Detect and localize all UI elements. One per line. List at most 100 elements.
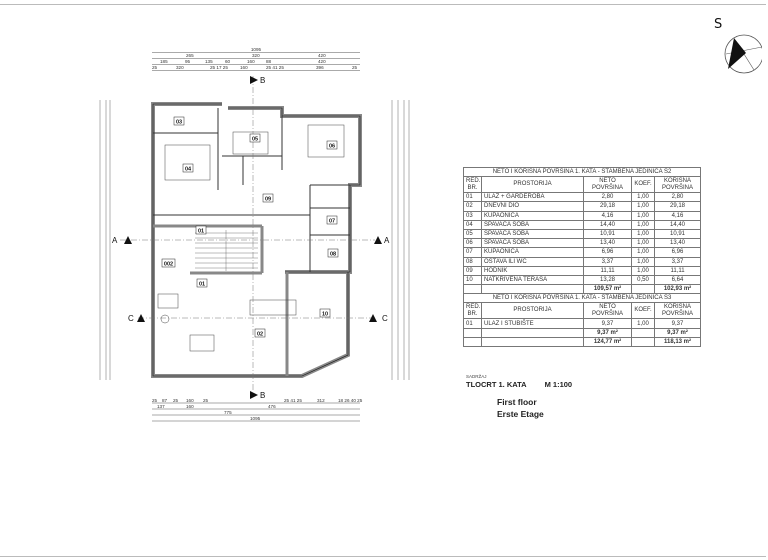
cell-net-area: 3,37 — [583, 256, 632, 267]
cell-number: 05 — [463, 228, 482, 240]
cell-room: ULAZ + GARDEROBA — [481, 192, 584, 203]
dim-label: 185 — [160, 59, 168, 64]
dim-label: 87 — [162, 398, 168, 403]
dim-label: 160 — [247, 59, 255, 64]
sheet-frame — [0, 4, 766, 557]
total-net-area: 9,37 m² — [583, 327, 632, 338]
interior-walls — [153, 108, 350, 272]
compass-icon — [724, 34, 764, 74]
dim-label: 160 — [240, 65, 248, 70]
cell-net-area: 6,96 — [583, 247, 632, 258]
header-coefficient: KOEF. — [631, 302, 655, 320]
dim-label: 1095 — [251, 47, 262, 52]
cell-room: HODNIK — [481, 265, 584, 276]
room-label-07: 07 — [329, 219, 335, 225]
cell-number: 04 — [463, 219, 482, 230]
furniture — [157, 124, 345, 352]
cell-number: 06 — [463, 238, 482, 249]
section-c-left: C — [128, 314, 134, 323]
cell-room: ULAZ I STUBIŠTE — [481, 318, 584, 329]
cell-room: KUPAONICA — [481, 247, 584, 258]
table-title-s3: NETO I KORISNA POVRŠINA 1. KATA - STAMBE… — [462, 293, 702, 304]
dim-label: 95 — [185, 59, 191, 64]
dim-label: 396 — [316, 65, 324, 70]
dim-label: 775 — [224, 410, 232, 415]
room-label-03: 03 — [176, 120, 182, 126]
cell-room: KUPAONICA — [481, 210, 584, 221]
dim-label: 312 — [317, 398, 325, 403]
cell-usable-area: 3,37 — [653, 256, 702, 267]
room-label-05: 05 — [252, 137, 258, 143]
dim-label: 25 — [152, 65, 158, 70]
header-coefficient: KOEF. — [631, 176, 655, 194]
header-net-area: NETO POVRŠINA — [583, 176, 632, 194]
cell-usable-area: 29,18 — [653, 201, 702, 212]
dim-label: 25 — [203, 398, 209, 403]
area-table: NETO I KORISNA POVRŠINA 1. KATA - STAMBE… — [462, 166, 702, 348]
room-label-08: 08 — [330, 252, 336, 258]
cell-coefficient: 1,00 — [631, 238, 655, 249]
dim-label: 25 — [352, 65, 358, 70]
cell-room: OSTAVA ILI WC — [481, 256, 584, 267]
section-c-right: C — [382, 314, 388, 323]
room-labels — [161, 116, 339, 338]
cell-number: 09 — [463, 265, 482, 276]
cell-usable-area: 10,91 — [653, 228, 702, 240]
drawing-scale: M 1:100 — [544, 380, 573, 389]
header-net-area: NETO POVRŠINA — [583, 302, 632, 320]
header-room: PROSTORIJA — [481, 302, 584, 320]
compass-label: S — [714, 17, 722, 32]
cell-net-area: 11,11 — [583, 265, 632, 276]
cell-usable-area: 2,80 — [653, 192, 702, 203]
cell-net-area: 2,80 — [583, 192, 632, 203]
dim-label: 25 41 25 — [284, 398, 302, 403]
dim-label: 320 — [176, 65, 184, 70]
dim-label: 25 41 25 — [266, 65, 284, 70]
cell-room: SPAVAĆA SOBA — [481, 228, 584, 240]
drawing-title: TLOCRT 1. KATA — [466, 380, 527, 389]
table-title-s2: NETO I KORISNA POVRŠINA 1. KATA - STAMBE… — [462, 166, 702, 178]
room-label-01-stairs: 01 — [198, 229, 204, 235]
section-a-left: A — [112, 236, 118, 245]
cell-net-area: 10,91 — [583, 228, 632, 240]
room-label-09: 09 — [265, 197, 271, 203]
cell-coefficient: 1,00 — [631, 228, 655, 240]
cell-room: SPAVAĆA SOBA — [481, 238, 584, 249]
dim-label: 476 — [268, 404, 276, 409]
section-b-bottom: B — [260, 391, 265, 400]
cell-number: 07 — [463, 247, 482, 258]
cell-coefficient: 1,00 — [631, 256, 655, 267]
header-usable-area: KORISNA POVRŠINA — [653, 302, 702, 320]
room-label-10: 10 — [322, 312, 328, 318]
dim-label: 420 — [318, 53, 326, 58]
staircase — [195, 230, 258, 271]
cell-net-area: 4,16 — [583, 210, 632, 221]
dim-label: 88 — [266, 59, 272, 64]
cell-usable-area: 6,64 — [653, 274, 702, 286]
cell-room: SPAVAĆA SOBA — [481, 219, 584, 230]
cell-empty — [481, 284, 584, 295]
cell-coefficient: 1,00 — [631, 219, 655, 230]
section-markers: A A C C B B — [112, 76, 390, 400]
cell-coefficient: 1,00 — [631, 265, 655, 276]
cell-net-area: 13,40 — [583, 238, 632, 249]
dim-label: 160 — [186, 398, 194, 403]
cell-number: 01 — [463, 192, 482, 203]
cell-number: 10 — [463, 274, 482, 286]
cell-coefficient: 0,50 — [631, 274, 655, 286]
cell-number: 02 — [463, 201, 482, 212]
dim-label: 25 17 25 — [210, 65, 228, 70]
cell-empty — [631, 284, 655, 295]
cell-empty — [481, 327, 584, 338]
room-label-04: 04 — [185, 167, 192, 173]
